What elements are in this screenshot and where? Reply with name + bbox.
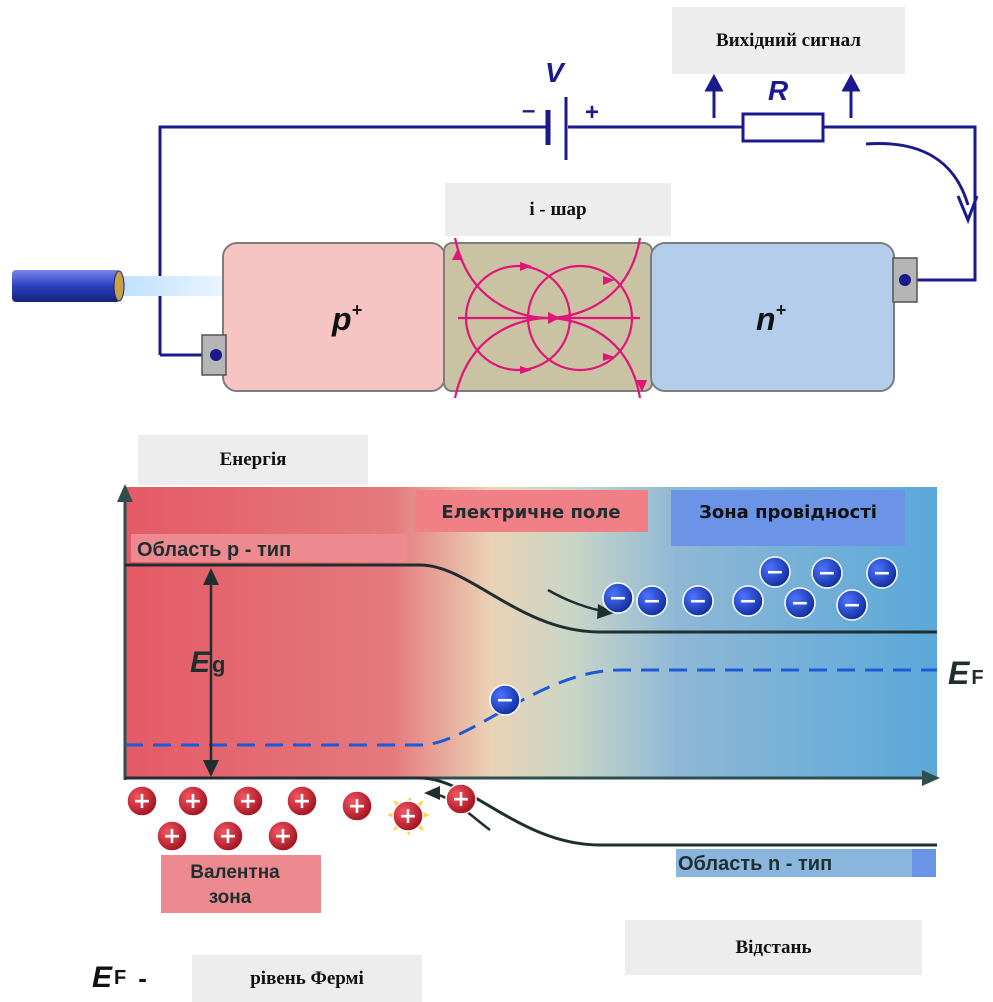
hole: + [392,800,424,832]
hole: + [445,783,477,815]
output-signal-label: Вихідний сигнал [672,7,905,74]
p-contact-dot [210,349,222,361]
svg-text:−: − [689,589,707,614]
n-region-block [650,242,895,392]
electrons: −−−−−−−−−− [489,556,898,716]
electron: − [602,582,634,614]
n-type-label-bg [676,849,936,877]
svg-text:+: + [239,789,257,814]
electron: − [759,556,791,588]
p-type-label: Область p - тип [137,539,291,561]
distance-axis-arrow-icon [922,770,940,786]
gap-label: Eg [190,646,225,679]
hole: + [267,820,299,852]
svg-text:+: + [293,789,311,814]
hole: + [177,785,209,817]
hole: + [156,820,188,852]
light-beam [118,276,223,296]
svg-text:−: − [791,591,809,616]
field-arrows [452,248,647,392]
electron: − [784,587,816,619]
gap-arrow-top-icon [203,568,219,585]
electron-drift-arrow-head [597,604,614,619]
hole: + [232,785,264,817]
valence-label-line1: Валентна [190,862,280,883]
valence-band-edge-line [125,776,937,847]
svg-text:+: + [219,824,237,849]
electron: − [682,585,714,617]
fermi-legend-text: рівень Фермі [192,955,422,1002]
resistor [741,112,825,143]
fiber-tip [113,270,125,302]
svg-text:−: − [766,560,784,585]
svg-text:−: − [609,586,627,611]
battery-minus: – [522,97,535,124]
band-diagram: Eg Область p - тип Електричне поле Зона … [117,484,984,913]
svg-text:+: + [184,789,202,814]
svg-text:−: − [643,589,661,614]
svg-text:−: − [873,561,891,586]
fermi-legend-letter: E [92,961,113,994]
svg-text:−: − [818,561,836,586]
valence-label-bg [161,855,321,913]
electron: − [866,557,898,589]
electron: − [732,585,764,617]
distance-label: Відстань [625,920,922,975]
fermi-legend-sub: F [114,966,127,989]
electron: − [811,557,843,589]
electric-field-label: Електричне поле [441,502,620,523]
svg-text:+: + [348,794,366,819]
conduction-band-edge [125,563,937,634]
n-type-label: Область n - тип [678,853,832,875]
svg-text:+: + [133,789,151,814]
output-arrow-icon [704,73,861,118]
holes: ++++++++++ [126,783,477,852]
gap-arrow-bottom-icon [203,760,219,777]
n-type-label-accent [912,849,936,877]
voltage-label: V [545,57,566,88]
hole: + [212,820,244,852]
conduction-band-label-bg [671,490,905,546]
electron: − [636,585,668,617]
p-type-label-bg [131,534,407,562]
current-arrow-icon [865,142,970,206]
hole-drift-arrow-head [424,786,440,800]
fermi-legend-dash: - [138,962,147,993]
svg-text:+: + [163,824,181,849]
i-layer-label: і - шар [445,183,671,236]
svg-text:−: − [496,688,514,713]
n-contact-dot [899,274,911,286]
valence-label-line2: зона [209,887,252,908]
resistor-label: R [768,75,789,106]
circuit: – + V R p+ n+ [12,57,979,399]
hole: + [286,785,318,817]
electron: − [836,589,868,621]
hole: + [126,785,158,817]
conduction-band-label: Зона провідності [699,502,877,523]
energy-axis-arrow-icon [117,484,133,502]
energy-label: Енергія [138,435,368,485]
optical-fiber [12,270,120,302]
svg-text:+: + [399,804,417,829]
electron: − [489,684,521,716]
svg-text:+: + [452,787,470,812]
fermi-legend-symbol: E F - [92,960,182,996]
current-arrow-head [956,195,979,225]
p-region-label: p+ [331,300,363,337]
hole: + [341,790,373,822]
svg-text:+: + [274,824,292,849]
svg-text:−: − [739,589,757,614]
svg-text:−: − [843,593,861,618]
battery-plus: + [585,99,599,126]
n-region-label: n+ [756,300,787,337]
electric-field-label-bg [415,490,648,532]
